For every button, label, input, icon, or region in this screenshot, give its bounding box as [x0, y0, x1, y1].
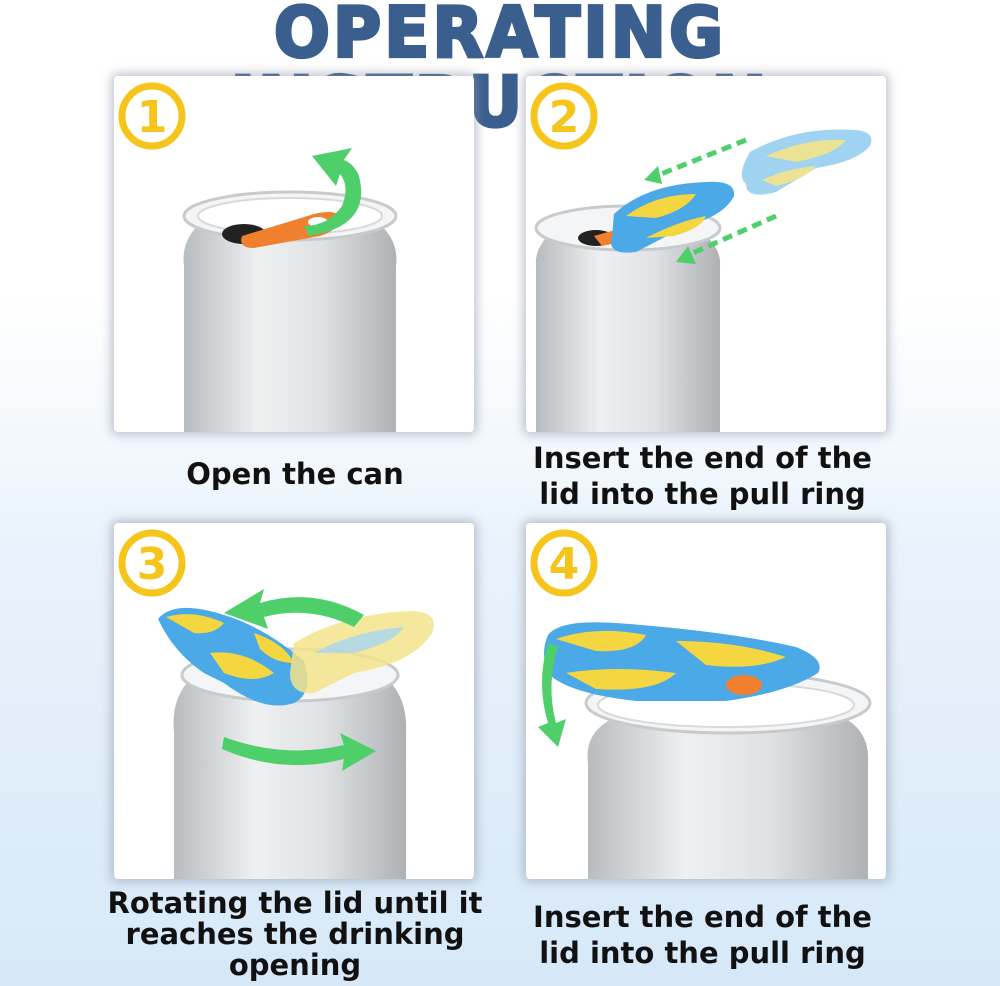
lid-icon [544, 622, 820, 701]
step-number-badge: 3 [118, 529, 186, 597]
step-number-badge: 2 [530, 82, 598, 150]
step-3-caption: Rotating the lid until it reaches the dr… [107, 886, 483, 982]
green-arrow-icon [655, 137, 778, 259]
lid-icon [611, 129, 872, 253]
step-2-caption: Insert the end of the lid into the pull … [533, 441, 872, 511]
lid-icon [158, 607, 434, 706]
step-1-caption: Open the can [186, 457, 404, 491]
green-arrow-icon [224, 589, 364, 629]
can-image [584, 671, 872, 879]
step-3-panel: 3 [114, 523, 474, 879]
step-number: 4 [549, 539, 580, 590]
step-number: 3 [137, 539, 168, 590]
green-arrow-icon [538, 643, 566, 747]
can-image [182, 190, 398, 432]
step-1-panel: 1 [114, 76, 474, 432]
step-number-badge: 1 [118, 82, 186, 150]
step-number: 2 [549, 92, 580, 143]
step-number: 1 [137, 92, 168, 143]
green-arrow-icon [304, 148, 362, 236]
step-number-badge: 4 [530, 529, 598, 597]
step-4-panel: 4 [526, 523, 886, 879]
step-4-caption: Insert the end of the lid into the pull … [533, 900, 872, 970]
green-arrow-icon [222, 733, 376, 771]
step-2-panel: 2 [526, 76, 886, 432]
